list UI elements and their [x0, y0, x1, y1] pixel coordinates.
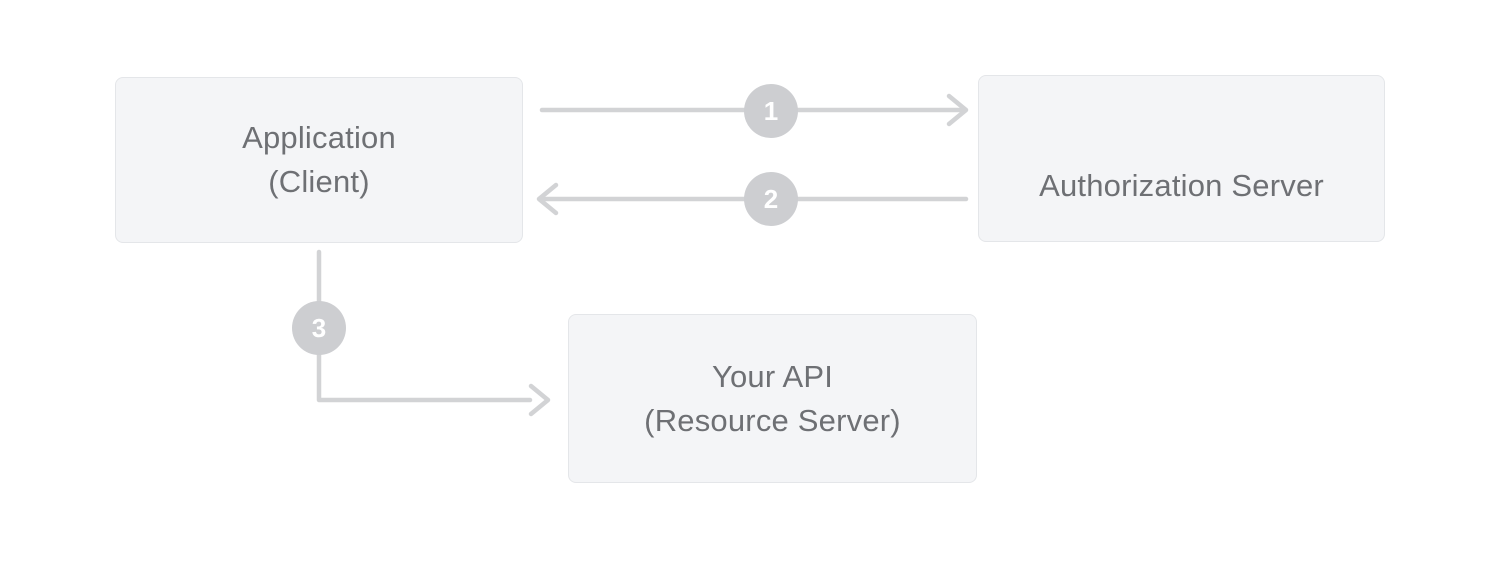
arrow-2-left-arrowhead-icon: [536, 182, 559, 216]
arrow-3-elbow-line: [316, 249, 533, 403]
step-2-badge: 2: [744, 172, 798, 226]
node-application-label-line1: Application: [242, 120, 396, 155]
step-2-number: 2: [763, 183, 779, 214]
node-your-api-label-line2: (Resource Server): [644, 402, 901, 438]
arrow-3-right-arrowhead-icon: [528, 383, 551, 417]
step-1-badge: 1: [744, 84, 798, 138]
step-3-badge: 3: [292, 301, 346, 355]
step-3-number: 3: [311, 312, 327, 343]
node-your-api-label-line1: Your API: [711, 358, 834, 394]
node-authorization-server-label: Authorization Server: [1039, 167, 1324, 203]
node-your-api-resource-server: Your API (Resource Server): [568, 314, 977, 483]
node-application-client: Application (Client): [115, 77, 523, 243]
arrow-1-right-arrowhead-icon: [946, 93, 969, 127]
node-application-label-line2: (Client): [268, 164, 370, 199]
node-authorization-server: Authorization Server: [978, 75, 1385, 242]
step-1-number: 1: [763, 95, 779, 126]
